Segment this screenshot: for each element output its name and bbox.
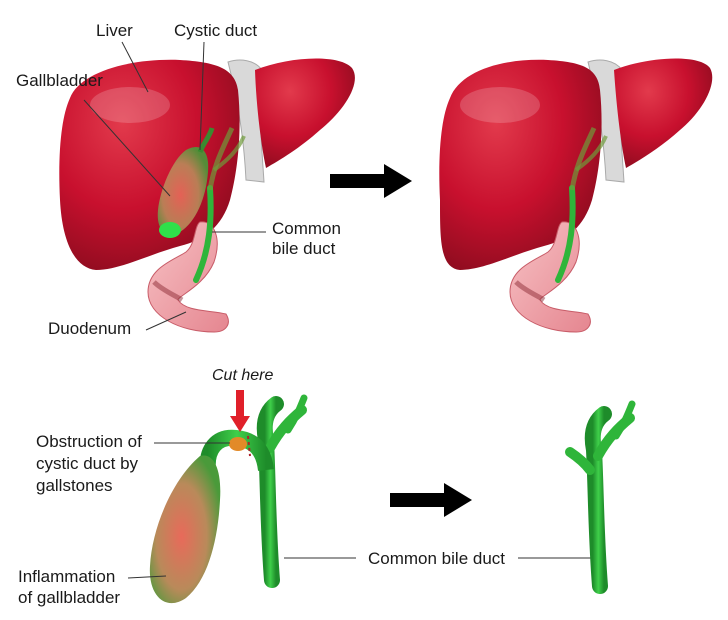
cystic-duct-label: Cystic duct (174, 21, 257, 40)
gallbladder-label: Gallbladder (16, 71, 103, 90)
common-bile-duct-label-line2: bile duct (272, 239, 336, 258)
liver-label: Liver (96, 21, 133, 40)
obstruction-label-line2: cystic duct by (36, 454, 139, 473)
inflammation-label-line2: of gallbladder (18, 588, 120, 607)
liver-after-illustration (439, 58, 713, 333)
duodenum-label: Duodenum (48, 319, 131, 338)
liver-before-illustration (59, 58, 355, 333)
obstruction-label-line3: gallstones (36, 476, 113, 495)
right-arrow-icon (330, 164, 412, 198)
inflammation-label-line1: Inflammation (18, 567, 115, 586)
obstruction-label-line1: Obstruction of (36, 432, 142, 451)
common-bile-duct-label-line1: Common (272, 219, 341, 238)
bile-duct-after-illustration (565, 400, 636, 594)
gallbladder-detail-illustration (149, 394, 308, 604)
cut-here-label: Cut here (212, 367, 273, 384)
cut-arrow-icon (230, 390, 250, 432)
right-arrow-icon (390, 483, 472, 517)
common-bile-duct-label-bottom: Common bile duct (368, 549, 505, 568)
